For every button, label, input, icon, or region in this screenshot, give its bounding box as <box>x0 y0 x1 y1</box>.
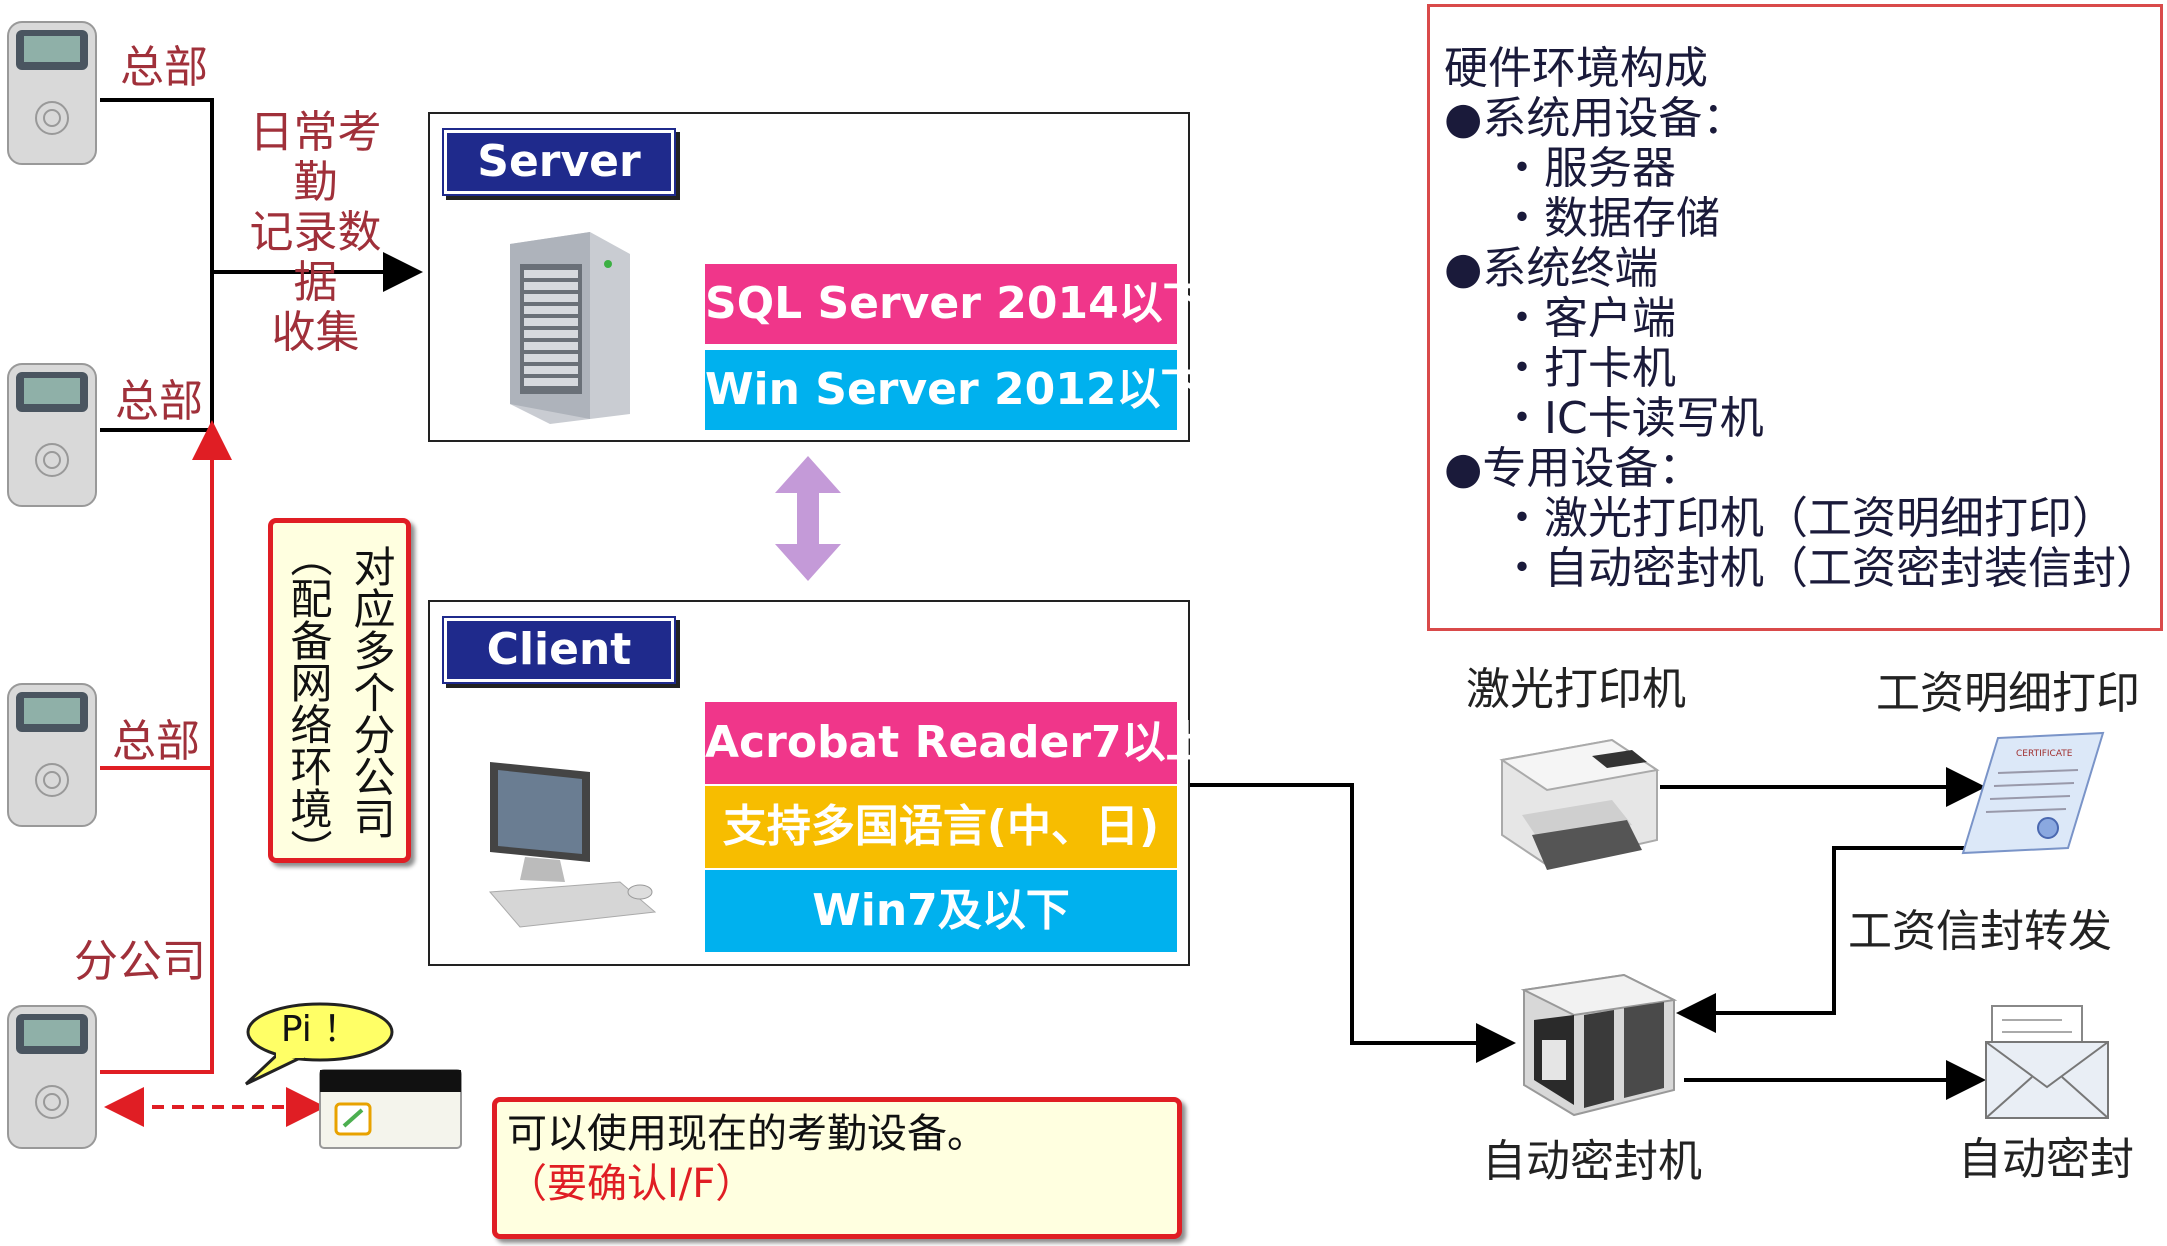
client-title: Client <box>444 618 674 682</box>
hardware-item: ・客户端 <box>1500 293 1676 344</box>
server-tower-icon <box>510 232 630 424</box>
sealer-label: 自动密封机 <box>1482 1136 1702 1187</box>
hardware-item: ●专用设备： <box>1444 443 1703 494</box>
auto-seal-label: 自动密封 <box>1958 1134 2134 1185</box>
hardware-item: ・打卡机 <box>1500 343 1676 394</box>
payslip-certificate-icon: CERTIFICATE <box>1961 731 2105 855</box>
laser-printer-icon <box>1499 738 1660 870</box>
payslip-to-sealer-arrow <box>1676 846 1966 1033</box>
laser-printer-label: 激光打印机 <box>1466 664 1686 715</box>
auto-sealer-icon <box>1520 973 1678 1117</box>
attendance-terminal-icon <box>7 363 97 507</box>
hardware-item: ・激光打印机（工资明细打印） <box>1500 493 2116 544</box>
win7-requirement: Win7及以下 <box>705 870 1177 952</box>
ic-card-icon <box>319 1069 462 1149</box>
client-pc-icon <box>488 762 657 928</box>
location-label-hq: 总部 <box>120 42 208 93</box>
branch-network-note: 对应多个分公司 （配备网络环境） <box>268 518 411 871</box>
reuse-note-line2: （要确认I/F） <box>507 1161 756 1207</box>
acrobat-requirement: Acrobat Reader7以上 <box>705 702 1210 784</box>
location-label-hq: 总部 <box>115 376 203 427</box>
server-box: Server SQL Server 2014以下 Win Server 2012… <box>428 112 1207 442</box>
client-to-sealer-line <box>1188 783 1516 1063</box>
client-box: Client Acrobat Reader7以上 支持多国语言(中、日) Win… <box>428 600 1210 966</box>
language-support: 支持多国语言(中、日) <box>705 786 1177 868</box>
win-server-requirement: Win Server 2012以下 <box>705 350 1205 430</box>
branch-note-line1: 对应多个分公司 <box>347 545 396 839</box>
hardware-item: ・服务器 <box>1500 143 1676 194</box>
sealed-envelope-icon <box>1985 1005 2109 1119</box>
payslip-print-label: 工资明细打印 <box>1876 668 2140 719</box>
collection-label: 日常考勤 记录数据 收集 <box>249 107 382 358</box>
beep-text: Pi ！ <box>280 1009 360 1050</box>
attendance-terminal-icon <box>7 21 97 165</box>
hardware-config-box: 硬件环境构成 ●系统用设备： ・服务器 ・数据存储 ●系统终端 ・客户端 ・打卡… <box>1427 4 2163 631</box>
beep-speech-bubble <box>244 1002 394 1086</box>
location-label-branch: 分公司 <box>74 936 206 987</box>
hq1-line <box>100 98 214 432</box>
envelope-forward-label: 工资信封转发 <box>1848 906 2112 957</box>
branch-line <box>100 420 232 1074</box>
attendance-terminal-icon <box>7 1005 97 1149</box>
sql-server-requirement: SQL Server 2014以下 <box>705 264 1207 344</box>
server-title: Server <box>444 130 674 194</box>
hardware-item: ●系统终端 <box>1444 243 1659 294</box>
attendance-terminal-icon <box>7 683 97 827</box>
hardware-item: ・数据存储 <box>1500 193 1720 244</box>
location-label-hq: 总部 <box>112 716 200 767</box>
reuse-note-line1: 可以使用现在的考勤设备。 <box>507 1111 987 1157</box>
hardware-item: ・自动密封机（工资密封装信封） <box>1500 543 2160 594</box>
sync-arrow <box>775 456 841 581</box>
reuse-devices-note: 可以使用现在的考勤设备。 （要确认I/F） <box>492 1097 1182 1239</box>
branch-note-line2: （配备网络环境） <box>284 535 333 871</box>
hardware-item: ・IC卡读写机 <box>1500 393 1764 444</box>
hardware-item: ●系统用设备： <box>1444 93 1747 144</box>
hardware-config-title: 硬件环境构成 <box>1444 43 1708 94</box>
svg-text:CERTIFICATE: CERTIFICATE <box>2016 749 2073 759</box>
